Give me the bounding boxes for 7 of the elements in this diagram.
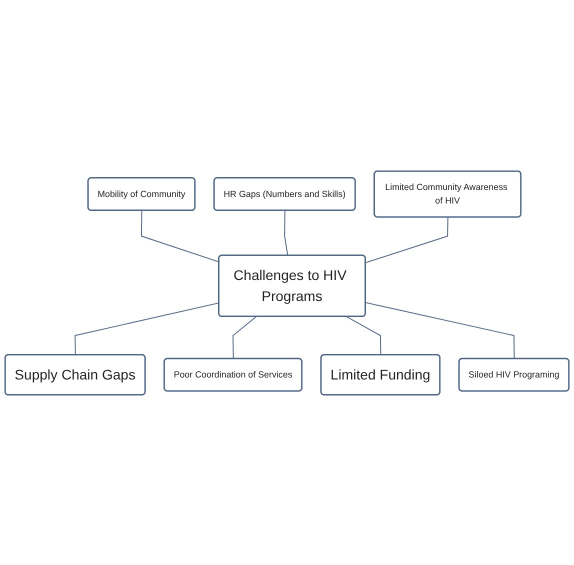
connector xyxy=(232,316,256,359)
connector xyxy=(365,216,448,263)
connector xyxy=(74,302,220,355)
connector xyxy=(140,210,220,262)
connector xyxy=(365,302,515,359)
connector xyxy=(346,316,382,355)
connector xyxy=(284,210,288,256)
